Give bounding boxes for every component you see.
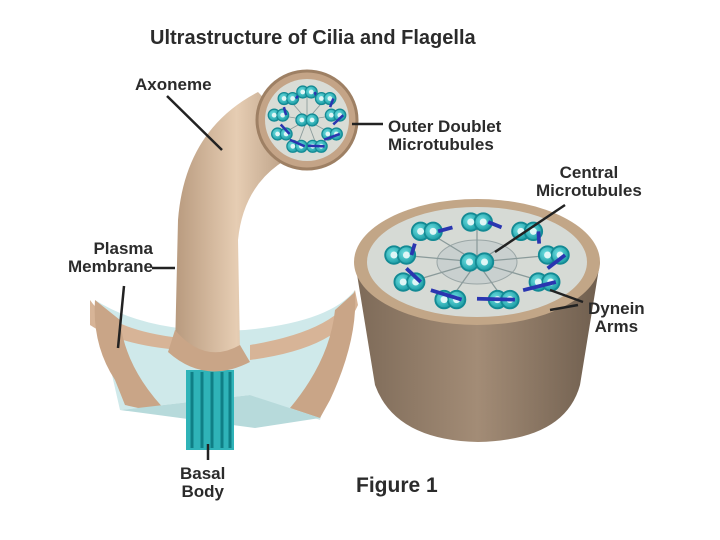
tubule-lumen bbox=[390, 251, 398, 259]
dynein-arm bbox=[289, 138, 306, 148]
tubule-lumen bbox=[328, 112, 334, 118]
tubule-lumen bbox=[479, 218, 487, 226]
diagram-title: Ultrastructure of Cilia and Flagella bbox=[150, 27, 476, 49]
tubule-lumen bbox=[309, 117, 315, 123]
tubule-lumen bbox=[481, 258, 488, 266]
tubule-lumen bbox=[290, 96, 295, 101]
label-plasma-line1: Plasma bbox=[93, 239, 153, 258]
tubule-lumen bbox=[319, 96, 324, 101]
tubule-lumen bbox=[466, 258, 473, 266]
leader-lines bbox=[116, 95, 584, 460]
dynein-arm bbox=[437, 225, 453, 234]
axoneme-cross-section bbox=[255, 69, 359, 171]
label-outer-doublet: Outer Doublet Microtubules bbox=[388, 118, 501, 154]
label-outer-doublet-line1: Outer Doublet bbox=[388, 117, 502, 136]
dynein-arm bbox=[430, 288, 463, 302]
tubule-lumen bbox=[417, 227, 425, 235]
tubule-lumen bbox=[299, 117, 305, 123]
label-plasma-membrane: Plasma Membrane bbox=[45, 240, 153, 276]
tubule-lumen bbox=[534, 278, 542, 286]
dynein-arm bbox=[332, 114, 345, 126]
label-basal-body: Basal Body bbox=[180, 465, 225, 501]
basal-body bbox=[186, 370, 234, 450]
tubule-lumen bbox=[275, 131, 281, 137]
dynein-arm bbox=[405, 267, 422, 284]
label-plasma-line2: Membrane bbox=[67, 257, 153, 276]
dynein-arm bbox=[328, 98, 335, 108]
tubule-lumen bbox=[399, 278, 407, 286]
tubule-lumen bbox=[402, 251, 410, 259]
dynein-arm bbox=[279, 123, 291, 135]
cylinder-cross-section bbox=[354, 199, 600, 442]
dynein-arm bbox=[323, 132, 341, 141]
dynein-arm bbox=[282, 106, 288, 116]
tubule-lumen bbox=[327, 96, 333, 101]
tubule-lumen bbox=[544, 251, 552, 259]
label-basal-line1: Basal bbox=[180, 464, 226, 483]
dynein-arm bbox=[409, 243, 417, 256]
label-basal-line2: Body bbox=[181, 482, 224, 501]
label-central-line2: Microtubules bbox=[536, 181, 642, 200]
label-central-microtubules: Central Microtubules bbox=[536, 164, 642, 200]
label-outer-doublet-line2: Microtubules bbox=[388, 135, 494, 154]
label-central-line1: Central bbox=[559, 163, 619, 182]
tubule-lumen bbox=[290, 143, 296, 149]
dynein-arm bbox=[476, 296, 515, 302]
dynein-arm bbox=[306, 144, 325, 148]
tubule-lumen bbox=[280, 112, 286, 118]
dynein-arm bbox=[522, 280, 557, 293]
tubule-lumen bbox=[440, 296, 448, 304]
tubule-lumen bbox=[271, 112, 277, 118]
tubule-lumen bbox=[529, 227, 537, 235]
dynein-arm bbox=[487, 220, 503, 230]
tubule-lumen bbox=[308, 89, 314, 95]
tubule-lumen bbox=[325, 131, 331, 137]
figure-caption: Figure 1 bbox=[356, 474, 438, 497]
tubule-lumen bbox=[300, 89, 306, 95]
tubule-lumen bbox=[429, 227, 437, 235]
dynein-arm bbox=[536, 231, 542, 244]
label-dynein-line1: Dynein bbox=[588, 299, 645, 318]
label-dynein-arms: Dynein Arms bbox=[588, 300, 645, 336]
dynein-arm bbox=[546, 253, 567, 270]
label-dynein-line2: Arms bbox=[594, 317, 639, 336]
tubule-lumen bbox=[467, 218, 475, 226]
dynein-arm bbox=[294, 95, 299, 100]
label-axoneme: Axoneme bbox=[135, 75, 212, 94]
tubule-lumen bbox=[281, 96, 287, 101]
